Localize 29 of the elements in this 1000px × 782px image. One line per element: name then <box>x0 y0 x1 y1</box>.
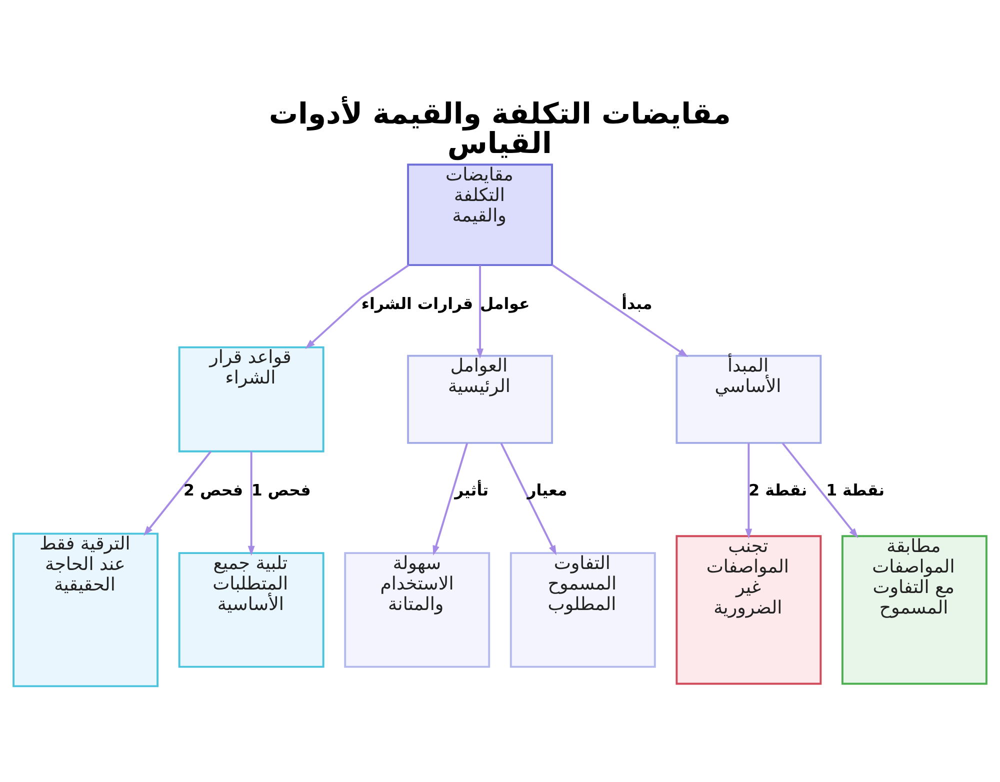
arrow <box>305 264 410 349</box>
node-box: العوامل الرئيسية <box>407 354 553 444</box>
arrow <box>782 442 858 538</box>
node-box: تجنب المواصفات غير الضرورية <box>676 534 822 684</box>
edge-label: نقطة 1 <box>826 480 885 499</box>
node-box: تلبية جميع المتطلبات الأساسية <box>178 552 324 668</box>
arrow <box>144 450 212 536</box>
edge-label: معيار <box>527 480 568 499</box>
edge-label: تأثير <box>454 480 489 499</box>
edge-label: قرارات الشراء <box>361 294 474 313</box>
node-box: المبدأ الأساسي <box>676 354 822 444</box>
node-box: قواعد قرار الشراء <box>178 346 324 452</box>
arrow <box>500 442 557 555</box>
node-box: مقايضات التكلفة والقيمة <box>407 163 553 266</box>
arrow <box>248 451 255 556</box>
edge-label: نقطة 2 <box>748 480 808 499</box>
arrow <box>552 264 688 357</box>
node-box: مطابقة المواصفات مع التفاوت المسموح <box>842 534 988 684</box>
arrow <box>476 264 484 358</box>
edge-label: فحص 1 <box>251 480 311 499</box>
edge-label: فحص 2 <box>184 480 244 499</box>
arrow <box>432 442 468 556</box>
arrow <box>745 442 752 538</box>
node-box: الترقية فقط عند الحاجة الحقيقية <box>12 532 158 687</box>
edge-label: عوامل <box>480 294 530 313</box>
diagram-title: مقايضات التكلفة والقيمة لأدوات القياس <box>268 96 731 160</box>
node-box: سهولة الاستخدام والمتانة <box>344 552 490 668</box>
edge-label: مبدأ <box>622 294 652 313</box>
node-box: التفاوت المسموح المطلوب <box>510 552 656 668</box>
